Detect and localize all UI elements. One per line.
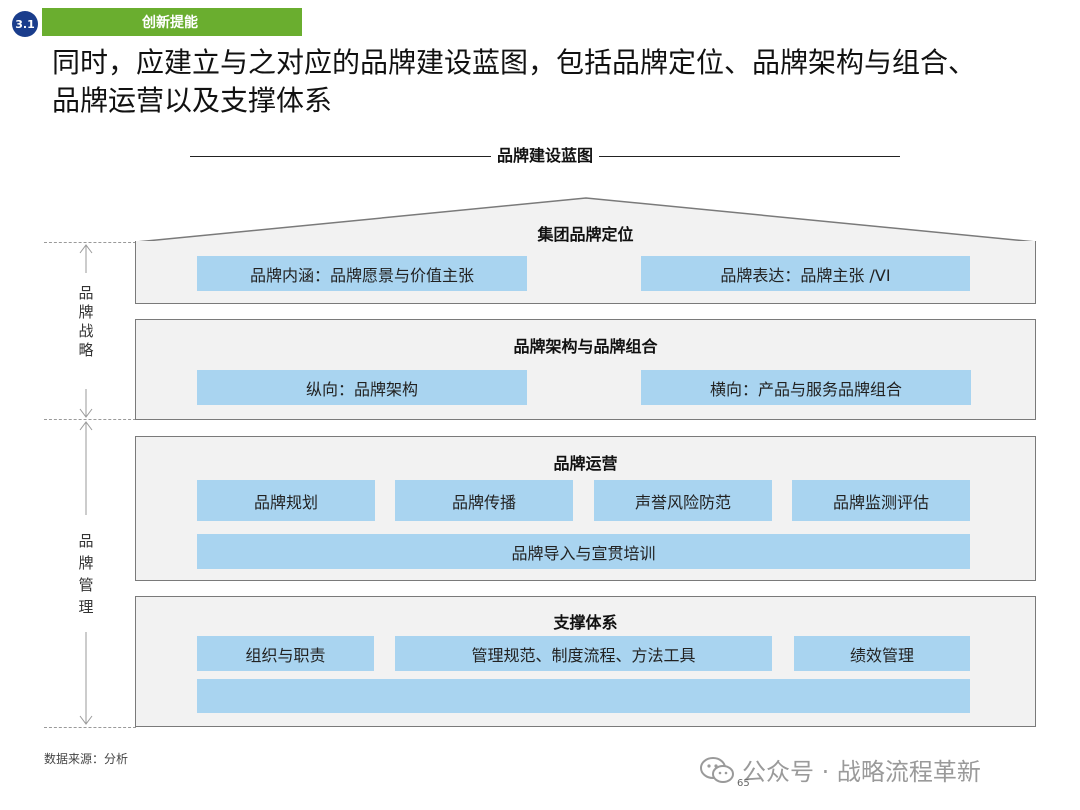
- panel-title-architecture: 品牌架构与品牌组合: [513, 337, 658, 356]
- item-brand-communication: 品牌传播: [395, 480, 573, 521]
- slide-headline: 同时，应建立与之对应的品牌建设蓝图，包括品牌定位、品牌架构与组合、 品牌运营以及…: [52, 44, 1052, 120]
- strategy-bottom-guide: [44, 419, 136, 420]
- section-number-badge: 3.1: [12, 11, 38, 37]
- strategy-top-guide: [44, 242, 136, 243]
- item-brand-rollout-training: 品牌导入与宣贯培训: [197, 534, 970, 569]
- item-brand-connotation: 品牌内涵：品牌愿景与价值主张: [197, 256, 527, 291]
- management-span-arrows: [79, 421, 93, 725]
- management-bottom-guide: [44, 727, 136, 728]
- panel-title-support: 支撑体系: [553, 613, 618, 632]
- watermark: 公众号 · 战略流程革新: [700, 752, 981, 787]
- panel-title-operations: 品牌运营: [553, 454, 618, 473]
- side-label-strategy: 品 牌 战 略: [78, 284, 94, 359]
- page-number: 65: [737, 778, 750, 789]
- wechat-icon: [700, 756, 734, 783]
- item-vertical-architecture: 纵向：品牌架构: [197, 370, 527, 405]
- watermark-text: 公众号 · 战略流程革新: [742, 758, 981, 786]
- section-tag: 创新提能: [42, 8, 302, 36]
- item-brand-expression: 品牌表达：品牌主张 /VI: [641, 256, 970, 291]
- blueprint-title: 品牌建设蓝图: [190, 142, 900, 166]
- item-horizontal-portfolio: 横向：产品与服务品牌组合: [641, 370, 971, 405]
- panel-title-positioning: 集团品牌定位: [537, 225, 634, 244]
- item-support-blank: [197, 679, 970, 713]
- data-source-note: 数据来源：分析: [44, 752, 129, 766]
- blueprint-title-text: 品牌建设蓝图: [490, 146, 599, 165]
- item-rules-process-tools: 管理规范、制度流程、方法工具: [395, 636, 772, 671]
- headline-line-1: 同时，应建立与之对应的品牌建设蓝图，包括品牌定位、品牌架构与组合、: [52, 46, 977, 79]
- item-performance-mgmt: 绩效管理: [794, 636, 970, 671]
- item-brand-monitoring: 品牌监测评估: [792, 480, 970, 521]
- item-organization-roles: 组织与职责: [197, 636, 374, 671]
- item-brand-planning: 品牌规划: [197, 480, 375, 521]
- strategy-span-arrows: [79, 244, 93, 418]
- side-label-management: 品 牌 管 理: [78, 532, 94, 616]
- item-reputation-risk: 声誉风险防范: [594, 480, 772, 521]
- headline-line-2: 品牌运营以及支撑体系: [52, 84, 333, 117]
